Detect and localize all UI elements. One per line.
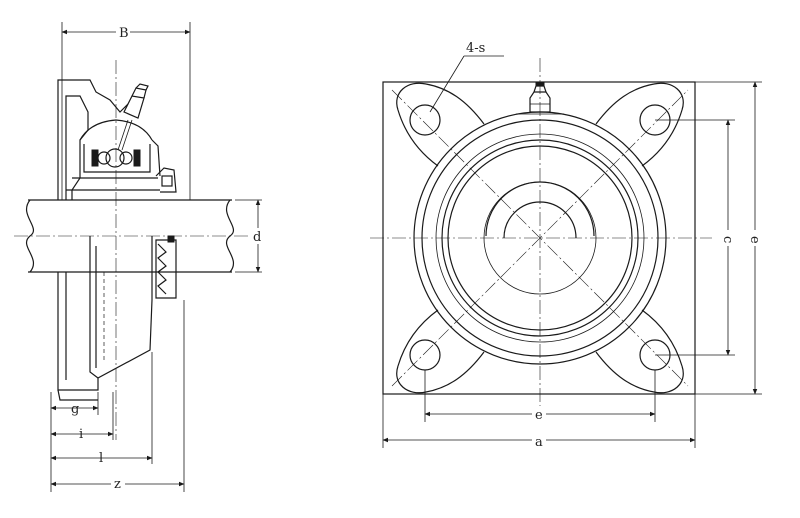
dimension-e-vertical: e [747,81,762,395]
housing-base [57,389,98,401]
housing-lower [57,236,153,391]
grease-nipple-front [516,81,564,115]
dimension-label-c-vertical: c [720,236,735,243]
housing-upper [57,79,161,200]
dimension-label-g: g [71,402,79,417]
dimension-label-a: a [535,435,543,450]
locking-collar-lower [155,235,177,299]
bolt-ears [396,82,684,394]
dimension-z: z [50,476,185,492]
dimension-i: i [50,427,114,442]
grease-nipple-side [117,83,149,151]
dimension-label-B: B [119,26,129,41]
dimension-B: B [61,24,191,41]
dimension-l: l [50,451,153,466]
dimension-g: g [50,402,99,417]
front-view: 4-s c e e a [370,41,762,450]
dimension-c-vertical: c [720,119,735,356]
dimension-label-d: d [253,230,261,245]
dimension-label-e-vertical: e [747,236,762,244]
dimension-d: d [251,199,265,273]
dimension-label-e-horizontal: e [535,408,543,423]
bolt-hole-top-left [409,104,441,136]
square-flange [382,81,696,395]
side-view: B d g i l z [14,22,265,492]
dimension-label-i: i [79,427,83,442]
dimension-label-z: z [114,477,121,492]
bolt-hole-bottom-left [409,339,441,371]
locking-collar-upper [155,167,177,193]
dimension-label-bolt-holes: 4-s [466,41,485,56]
dimension-4-s: 4-s [429,41,504,113]
dimension-a: a [382,432,696,450]
dimension-label-l: l [99,451,103,466]
dimension-e-horizontal: e [424,406,656,423]
